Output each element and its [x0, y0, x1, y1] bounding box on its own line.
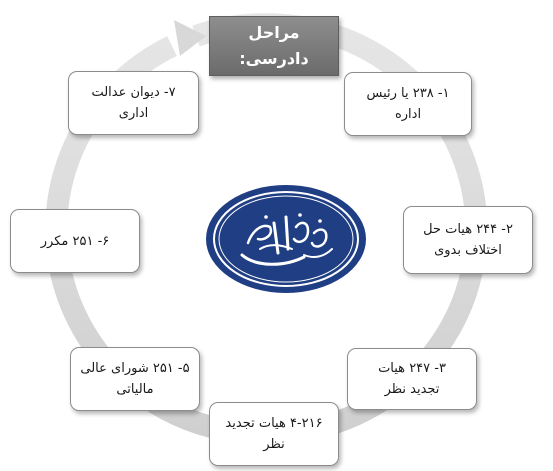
step-6-box: ۶- ۲۵۱ مکرر: [10, 209, 140, 273]
cycle-arrow-body: [45, 13, 488, 446]
step-7-label: ۷- دیوان عدالت اداری: [91, 85, 176, 121]
step-1-label: ۱- ۲۳۸ یا رئیس اداره: [366, 86, 450, 122]
cycle-arrowhead-icon: [174, 20, 206, 56]
step-3-label: ۳- ۲۴۷ هیات تجدید نظر: [378, 361, 446, 397]
step-6-label: ۶- ۲۵۱ مکرر: [40, 233, 110, 249]
step-4-label: ۴-۲۱۶ هیات تجدید نظر: [225, 416, 323, 452]
step-5-box: ۵- ۲۵۱ شورای عالی مالیاتی: [70, 347, 200, 411]
step-2-label: ۲- ۲۴۴ هیات حل اختلاف بدوی: [423, 222, 513, 258]
calligraphy-seal-logo-icon: [206, 185, 366, 293]
step-3-box: ۳- ۲۴۷ هیات تجدید نظر: [347, 348, 477, 410]
step-1-box: ۱- ۲۳۸ یا رئیس اداره: [344, 72, 472, 136]
step-5-label: ۵- ۲۵۱ شورای عالی مالیاتی: [80, 361, 190, 397]
step-4-box: ۴-۲۱۶ هیات تجدید نظر: [209, 402, 339, 466]
step-2-box: ۲- ۲۴۴ هیات حل اختلاف بدوی: [403, 206, 533, 274]
process-title: مراحل دادرسی:: [209, 16, 339, 76]
step-7-box: ۷- دیوان عدالت اداری: [68, 71, 199, 135]
